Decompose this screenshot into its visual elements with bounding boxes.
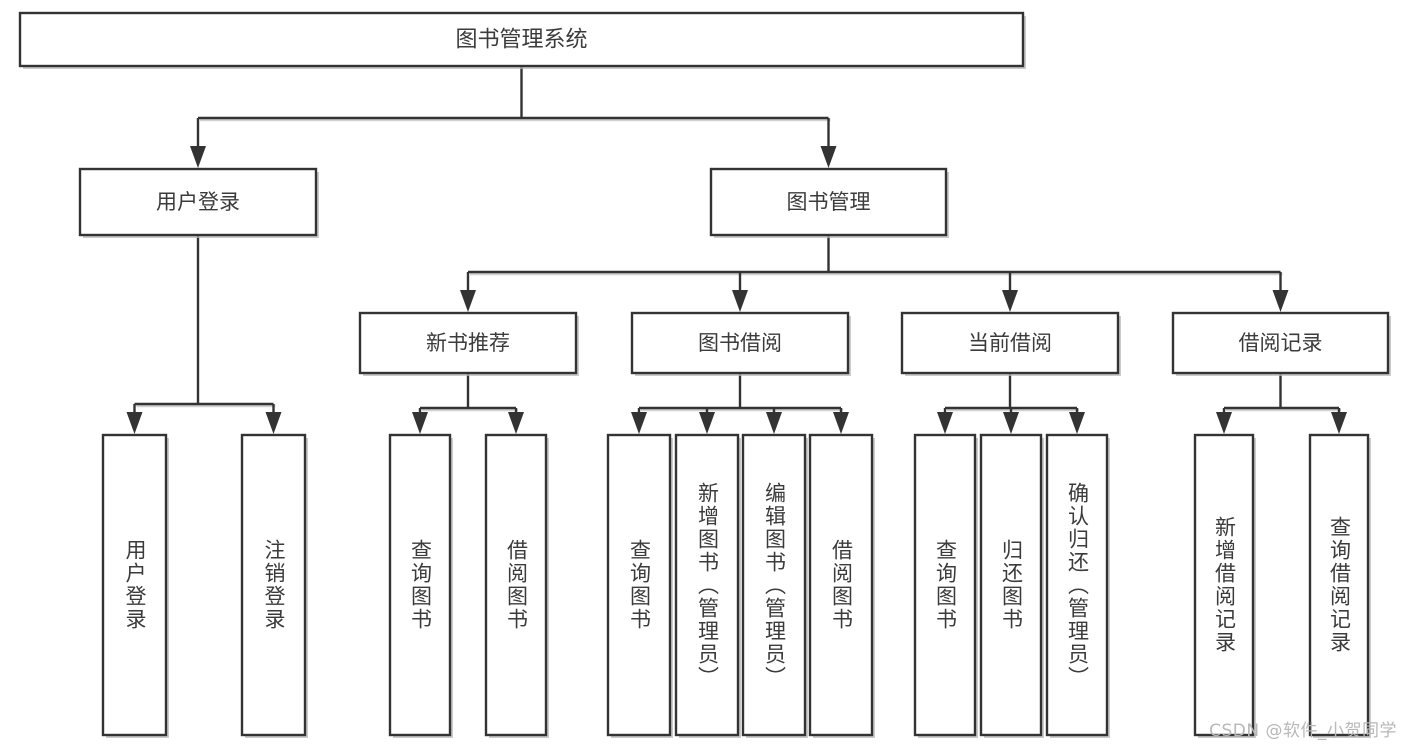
node-leaf-rec-borrow-book[interactable] xyxy=(484,433,549,738)
node-book-borrow[interactable]: 图书借阅 xyxy=(630,311,851,376)
node-new-book-rec[interactable]: 新书推荐 xyxy=(358,311,579,376)
node-borrow-record[interactable]: 借阅记录 xyxy=(1171,311,1391,376)
node-leaf-borrow-query-book[interactable] xyxy=(606,433,673,738)
arrowhead-icon xyxy=(126,412,143,434)
node-root[interactable]: 图书管理系统 xyxy=(18,11,1026,69)
arrowhead-icon xyxy=(1002,290,1018,312)
arrowhead-icon xyxy=(833,412,849,434)
node-box[interactable] xyxy=(388,433,452,737)
arrowhead-icon xyxy=(265,412,282,434)
arrowhead-icon xyxy=(937,412,953,434)
node-box[interactable] xyxy=(900,311,1120,375)
node-box[interactable] xyxy=(709,167,948,237)
arrowhead-icon xyxy=(699,412,715,434)
arrowhead-icon xyxy=(1003,412,1019,434)
arrowhead-icon xyxy=(766,412,782,434)
node-label: 用户登录 xyxy=(156,190,240,214)
connector-group-borrow-record xyxy=(1216,373,1347,434)
node-box[interactable] xyxy=(358,311,578,375)
node-box[interactable] xyxy=(18,11,1025,68)
node-user-login[interactable]: 用户登录 xyxy=(78,167,319,238)
node-box[interactable] xyxy=(1308,433,1370,737)
node-box[interactable] xyxy=(979,433,1043,737)
arrowhead-icon xyxy=(412,412,428,434)
node-leaf-borrow-edit-book[interactable] xyxy=(741,433,808,738)
watermark-text: CSDN @软件_小贺同学 xyxy=(1209,721,1397,741)
node-box[interactable] xyxy=(674,433,740,737)
node-box[interactable] xyxy=(808,433,874,737)
connectors-layer xyxy=(126,66,1347,434)
arrowhead-icon xyxy=(1069,412,1085,434)
node-leaf-cur-query-book[interactable] xyxy=(913,433,978,738)
node-label: 图书借阅 xyxy=(698,331,782,355)
node-box[interactable] xyxy=(913,433,977,737)
connector-group-new-book-rec xyxy=(412,373,524,434)
connector-group-book-borrow xyxy=(631,373,849,434)
arrowhead-icon xyxy=(1331,412,1347,434)
arrowhead-icon xyxy=(460,290,476,312)
node-box[interactable] xyxy=(101,433,168,737)
node-box[interactable] xyxy=(606,433,672,737)
arrowhead-icon xyxy=(190,146,206,168)
node-leaf-borrow-borrow-book[interactable] xyxy=(808,433,875,738)
node-box[interactable] xyxy=(78,167,318,237)
node-leaf-rec-query-record[interactable] xyxy=(1308,433,1371,738)
node-label: 新书推荐 xyxy=(426,331,510,355)
node-book-manage[interactable]: 图书管理 xyxy=(709,167,949,238)
node-label: 图书管理 xyxy=(787,190,871,214)
connector-group-book-manage xyxy=(460,235,1289,312)
node-box[interactable] xyxy=(240,433,307,737)
arrowhead-icon xyxy=(820,146,837,168)
node-leaf-cur-confirm-return[interactable] xyxy=(1045,433,1110,738)
node-leaf-user-login[interactable] xyxy=(101,433,169,738)
node-leaf-rec-add-record[interactable] xyxy=(1193,433,1256,738)
connector-group-current-borrow xyxy=(937,373,1085,434)
node-box[interactable] xyxy=(1045,433,1109,737)
connector-group-root xyxy=(190,66,837,168)
arrowhead-icon xyxy=(631,412,647,434)
arrowhead-icon xyxy=(732,290,748,312)
arrowhead-icon xyxy=(1272,290,1289,312)
node-label: 当前借阅 xyxy=(968,331,1052,355)
arrowhead-icon xyxy=(508,412,524,434)
node-leaf-rec-query-book[interactable] xyxy=(388,433,453,738)
node-box[interactable] xyxy=(1193,433,1255,737)
node-current-borrow[interactable]: 当前借阅 xyxy=(900,311,1121,376)
node-box[interactable] xyxy=(630,311,850,375)
node-box[interactable] xyxy=(1171,311,1390,375)
node-label: 借阅记录 xyxy=(1239,331,1323,355)
node-box[interactable] xyxy=(741,433,807,737)
node-box[interactable] xyxy=(484,433,548,737)
connector-group-user-login xyxy=(126,235,282,434)
node-leaf-borrow-add-book[interactable] xyxy=(674,433,741,738)
node-leaf-user-logout[interactable] xyxy=(240,433,308,738)
node-label: 图书管理系统 xyxy=(455,28,587,53)
node-leaf-cur-return-book[interactable] xyxy=(979,433,1044,738)
arrowhead-icon xyxy=(1216,412,1232,434)
